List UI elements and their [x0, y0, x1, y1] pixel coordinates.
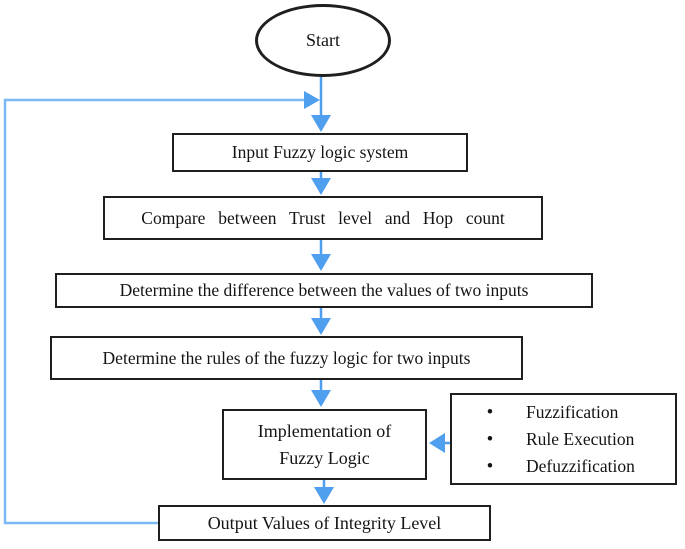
determine-difference-node: Determine the difference between the val… — [55, 273, 593, 308]
rule-execution-label: Rule Execution — [526, 428, 635, 449]
arrowhead-rules-to-implementation-icon — [311, 390, 331, 407]
feedback-loop-arrowhead-icon — [304, 91, 320, 109]
defuzzification-label: Defuzzification — [526, 455, 635, 476]
input-fuzzy-logic-node: Input Fuzzy logic system — [172, 133, 468, 172]
list-item: • Rule Execution — [482, 426, 675, 453]
arrowhead-difference-to-rules-icon — [311, 318, 331, 335]
list-item: • Defuzzification — [482, 453, 675, 480]
start-node: Start — [255, 4, 391, 77]
bullet-icon: • — [486, 401, 494, 423]
determine-rules-label: Determine the rules of the fuzzy logic f… — [102, 347, 471, 368]
arrowhead-sidepanel-to-implementation-icon — [429, 433, 445, 453]
arrowhead-compare-to-difference-icon — [311, 254, 331, 271]
implementation-label-line1: Implementation of — [257, 420, 392, 441]
determine-rules-node: Determine the rules of the fuzzy logic f… — [50, 336, 523, 380]
fuzzification-label: Fuzzification — [526, 401, 619, 422]
arrowhead-start-to-input-icon — [311, 115, 331, 132]
determine-difference-label: Determine the difference between the val… — [119, 280, 529, 300]
arrowhead-input-to-compare-icon — [311, 178, 331, 195]
arrowhead-implementation-to-output-icon — [314, 487, 334, 504]
list-item: • Fuzzification — [482, 399, 675, 426]
implementation-node: Implementation of Fuzzy Logic — [222, 409, 427, 480]
input-fuzzy-logic-label: Input Fuzzy logic system — [231, 142, 409, 162]
output-values-label: Output Values of Integrity Level — [207, 512, 442, 533]
bullet-icon: • — [486, 428, 494, 450]
compare-trust-hop-node: Compare between Trust level and Hop coun… — [103, 196, 543, 240]
start-node-label: Start — [306, 30, 340, 50]
implementation-label-line2: Fuzzy Logic — [279, 447, 370, 468]
fuzzy-steps-panel: • Fuzzification • Rule Execution • Defuz… — [450, 393, 677, 485]
compare-trust-hop-label: Compare between Trust level and Hop coun… — [141, 207, 505, 228]
output-values-node: Output Values of Integrity Level — [158, 505, 491, 541]
bullet-icon: • — [486, 455, 494, 477]
